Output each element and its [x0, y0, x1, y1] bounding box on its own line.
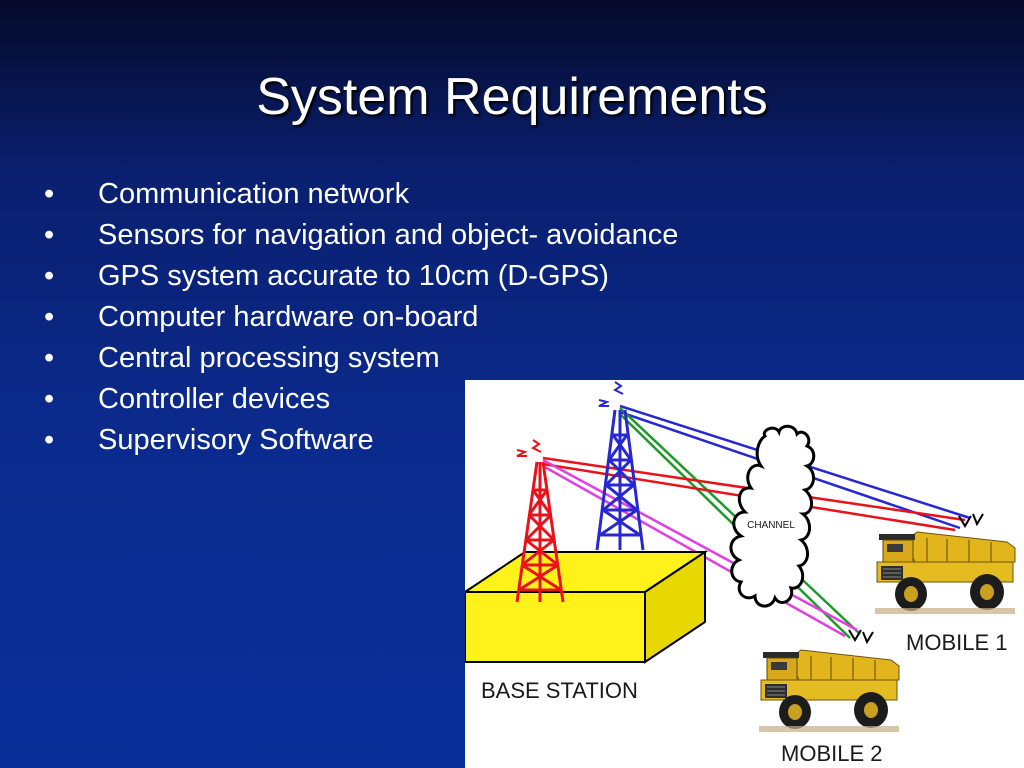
- channel-label: CHANNEL: [747, 520, 795, 531]
- bullet-marker: •: [44, 424, 55, 456]
- red-antenna-tower: [515, 439, 565, 603]
- bullet-text: Communication network: [98, 178, 410, 210]
- network-diagram-svg: CHANNEL MOBILE 1 MOBILE 2 BASE STATION: [465, 381, 1016, 766]
- slide-title: System Requirements: [256, 68, 768, 126]
- mobile-2-label: MOBILE 2: [781, 741, 882, 766]
- bullet-text: Supervisory Software: [98, 424, 374, 456]
- mobile-1-truck: MOBILE 1: [874, 513, 1016, 655]
- bullet-text: Computer hardware on-board: [98, 301, 479, 333]
- mobile-2-truck: MOBILE 2: [758, 629, 900, 766]
- base-station-label: BASE STATION: [481, 678, 638, 703]
- base-station-block: [465, 550, 709, 664]
- bullet-text: Controller devices: [98, 383, 331, 415]
- bullet-text: Central processing system: [98, 342, 440, 374]
- bullet-marker: •: [44, 301, 55, 333]
- blue-antenna-tower: [595, 381, 645, 551]
- bullet-marker: •: [44, 383, 55, 415]
- bullet-marker: •: [44, 260, 55, 292]
- bullet-text: GPS system accurate to 10cm (D-GPS): [98, 260, 609, 292]
- channel-cloud: CHANNEL: [729, 424, 816, 608]
- network-diagram: CHANNEL MOBILE 1 MOBILE 2 BASE STATION: [465, 380, 1024, 768]
- bullet-marker: •: [44, 178, 55, 210]
- bullet-marker: •: [44, 219, 55, 251]
- mobile-1-label: MOBILE 1: [906, 630, 1007, 655]
- bullet-text: Sensors for navigation and object- avoid…: [98, 219, 679, 251]
- bullet-marker: •: [44, 342, 55, 374]
